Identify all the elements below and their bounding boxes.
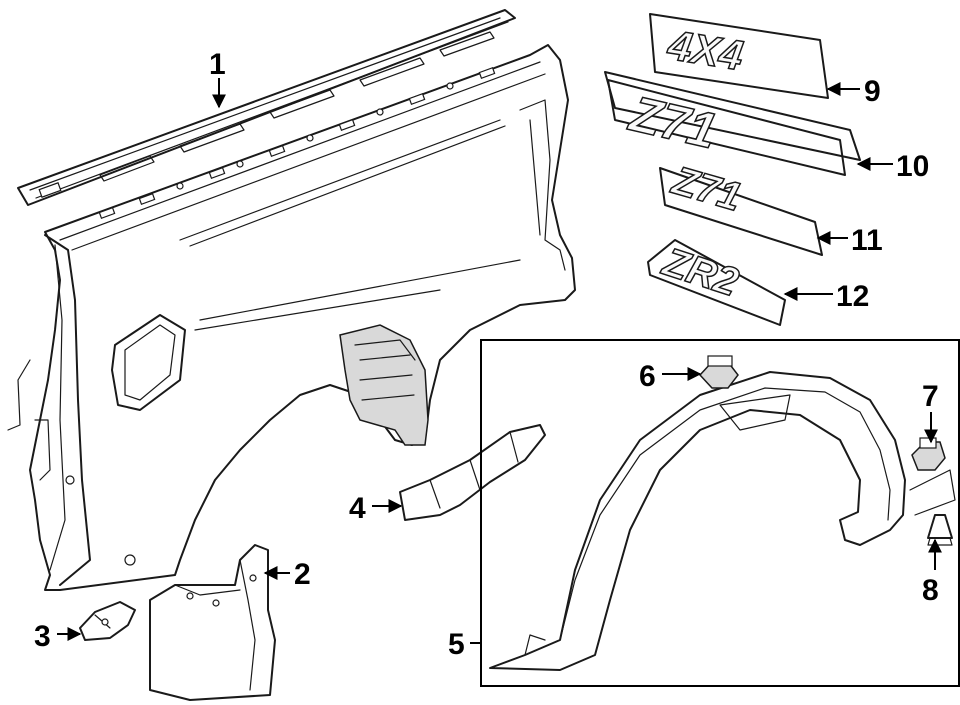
retainer-part — [927, 514, 953, 546]
callout-9: 9 — [864, 75, 881, 108]
emblem-z71-small: Z71 — [659, 157, 823, 256]
callout-labels: 1 2 3 4 5 6 7 8 9 10 11 12 — [34, 48, 939, 661]
callout-10: 10 — [896, 150, 929, 183]
callout-8: 8 — [922, 574, 939, 607]
emblem-z71-large: Z71 — [604, 71, 861, 176]
emblem-4x4: 4X4 — [649, 13, 829, 99]
emblem-zr2-text: ZR2 — [657, 240, 743, 306]
callout-3: 3 — [34, 620, 51, 653]
splash-shield-part — [399, 424, 546, 521]
callout-7: 7 — [922, 380, 939, 413]
callout-11: 11 — [851, 224, 883, 257]
callout-6: 6 — [639, 360, 656, 393]
mud-flap-part — [149, 544, 276, 701]
wheel-flare-part — [489, 371, 956, 671]
flap-bracket-part — [79, 601, 136, 641]
bed-side-panel — [7, 44, 576, 591]
flare-group-box — [480, 339, 960, 687]
callout-5: 5 — [448, 628, 465, 661]
emblem-4x4-text: 4X4 — [664, 21, 746, 79]
panel-holes — [65, 67, 496, 566]
emblem-zr2: ZR2 — [647, 239, 786, 326]
emblem-z71-small-text: Z71 — [667, 158, 746, 220]
bed-rail-part — [17, 9, 516, 206]
push-clip-part — [698, 355, 739, 389]
callout-12: 12 — [836, 280, 869, 313]
callout-1: 1 — [209, 48, 226, 81]
callout-2: 2 — [294, 558, 311, 591]
leader-lines — [57, 78, 942, 644]
fastener-part — [911, 437, 946, 471]
callout-4: 4 — [349, 492, 366, 525]
